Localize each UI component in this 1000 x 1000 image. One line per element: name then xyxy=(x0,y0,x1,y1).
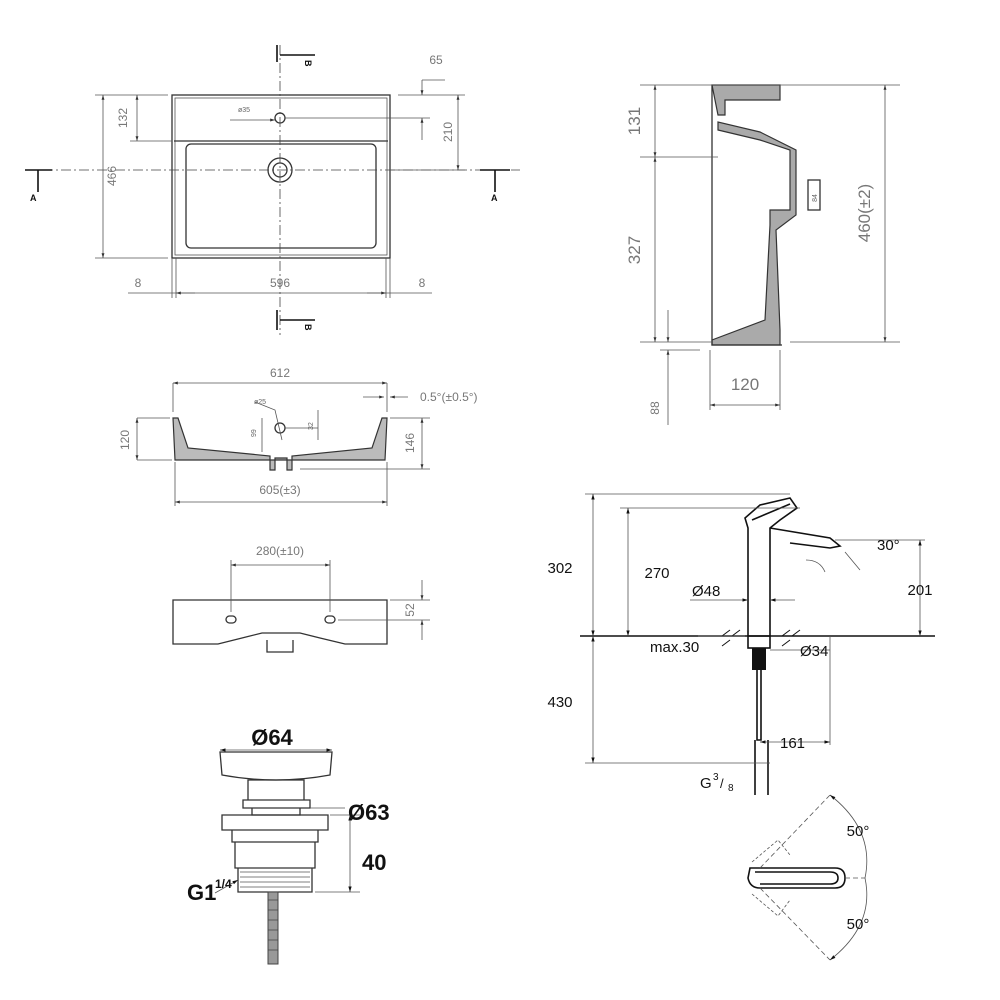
dim-height-inner: 120 xyxy=(118,430,132,450)
basin-side-section xyxy=(640,84,900,425)
basin-top-view xyxy=(25,45,520,335)
dim-angle: 0.5°(±0.5°) xyxy=(420,390,478,404)
svg-text:3: 3 xyxy=(713,772,719,783)
dim-depth: 466 xyxy=(105,166,119,186)
waste-thread-label: G1 1/4 xyxy=(187,877,232,905)
dim-faucet-total-height: 302 xyxy=(547,560,572,577)
dim-faucet-below: 430 xyxy=(547,694,572,711)
basin-back-view xyxy=(172,560,430,653)
dim-swivel-1: 50° xyxy=(847,823,870,840)
dim-side-total: 460(±2) xyxy=(855,184,874,242)
basin-front-section xyxy=(135,381,430,506)
svg-text:G: G xyxy=(700,775,712,792)
dim-faucet-max: max.30 xyxy=(650,639,699,656)
dim-overall-width: 612 xyxy=(270,366,290,380)
dim-small-1: 99 xyxy=(251,429,258,437)
section-b-top: B xyxy=(303,60,313,67)
section-a-right: A xyxy=(491,193,498,203)
dim-faucet-outlet: 201 xyxy=(907,582,932,599)
svg-text:1/4: 1/4 xyxy=(215,877,232,891)
dim-faucet-spout-height: 270 xyxy=(644,565,669,582)
dim-side-top: 131 xyxy=(625,107,644,135)
dim-faucet-angle: 30° xyxy=(877,537,900,554)
dim-faucet-hole: Ø34 xyxy=(800,643,828,660)
popup-waste xyxy=(214,748,360,965)
svg-text:G1: G1 xyxy=(187,880,216,905)
svg-text:/: / xyxy=(720,776,724,791)
dim-faucet-reach: 161 xyxy=(780,735,805,752)
dim-side-bottom: 88 xyxy=(648,401,662,415)
dim-left-margin: 8 xyxy=(135,276,142,290)
dim-faucet-body: Ø48 xyxy=(692,583,720,600)
dim-height-total: 146 xyxy=(403,433,417,453)
section-a-left: A xyxy=(30,193,37,203)
dim-hole-height: 52 xyxy=(403,603,417,617)
faucet-thread-label: G 3 / 8 xyxy=(700,772,734,794)
dim-tap-offset: 65 xyxy=(429,53,443,67)
section-b-bottom: B xyxy=(303,324,313,331)
svg-text:8: 8 xyxy=(728,783,734,794)
dim-width: 596 xyxy=(270,276,290,290)
dim-bottom-width: 605(±3) xyxy=(259,483,300,497)
dim-small-2: 32 xyxy=(308,422,315,430)
tap-hole-label: ø35 xyxy=(238,107,250,114)
dim-hole-spacing: 280(±10) xyxy=(256,544,304,558)
hole-label: ø25 xyxy=(254,399,266,406)
dim-swivel-2: 50° xyxy=(847,916,870,933)
dim-waste-flange: Ø63 xyxy=(348,800,390,825)
dim-side-depth: 120 xyxy=(731,375,759,394)
dim-waste-height: 40 xyxy=(362,850,386,875)
faucet-top-view xyxy=(747,794,868,961)
dim-side-middle: 327 xyxy=(625,236,644,264)
dim-waste-cap: Ø64 xyxy=(251,725,293,750)
faucet-side-view xyxy=(580,493,935,795)
dim-side-inner: 84 xyxy=(812,194,819,202)
dim-shelf: 132 xyxy=(116,108,130,128)
dim-drain-offset: 210 xyxy=(441,122,455,142)
dim-right-margin: 8 xyxy=(419,276,426,290)
